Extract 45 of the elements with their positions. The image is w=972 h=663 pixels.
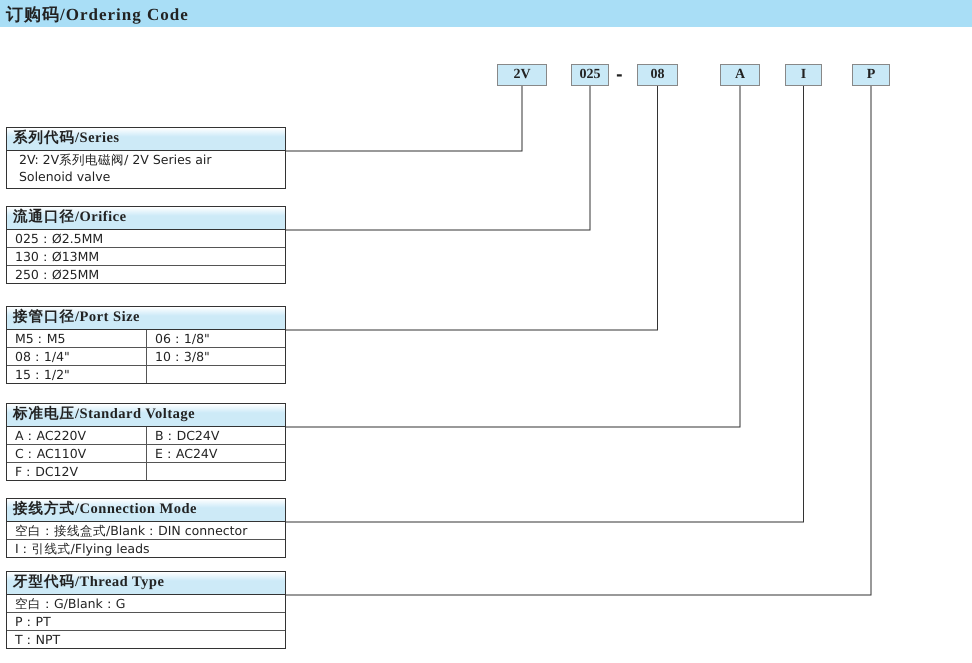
table-cell: 空白：G/Blank：G	[7, 595, 285, 613]
table-cell: E：AC24V	[146, 445, 285, 463]
table-cell-text: I：引线式/Flying leads	[14, 540, 151, 557]
table-header: 牙型代码/Thread Type	[7, 572, 285, 595]
leader-line	[286, 86, 522, 152]
option-table	[6, 206, 286, 284]
table-cell-text: F：DC12V	[14, 463, 79, 480]
table-cell: 10：3/8"	[146, 348, 285, 366]
table-cell-text: 2V: 2V系列电磁阀/ 2V Series air Solenoid valve	[18, 151, 213, 186]
option-table	[6, 403, 286, 481]
table-cell: 025：Ø2.5MM	[7, 230, 285, 248]
table-cell: B：DC24V	[146, 427, 285, 445]
table-header: 接管口径/Port Size	[7, 307, 285, 330]
table-cell: C：AC110V	[7, 445, 146, 463]
table-cell-text: 15：1/2"	[14, 366, 71, 383]
table-cell: M5：M5	[7, 330, 146, 348]
table-cell: 06：1/8"	[146, 330, 285, 348]
table-cell-text: T：NPT	[14, 631, 62, 648]
table-cell: 130：Ø13MM	[7, 248, 285, 266]
table-header: 标准电压/Standard Voltage	[7, 404, 285, 427]
table-cell: P：PT	[7, 613, 285, 631]
table-header: 系列代码/Series	[7, 128, 285, 151]
table-cell-text: 250：Ø25MM	[14, 266, 100, 283]
leader-line	[286, 86, 804, 522]
leader-line	[286, 86, 872, 596]
separator-dash: -	[616, 64, 623, 86]
code-box: A	[720, 64, 760, 86]
table-cell: 空白：接线盒式/Blank：DIN connector	[7, 522, 285, 540]
leader-line	[286, 86, 590, 230]
code-box: 08	[637, 64, 678, 86]
table-header: 流通口径/Orifice	[7, 207, 285, 230]
title: 订购码/Ordering Code	[6, 4, 189, 26]
option-table	[6, 498, 286, 558]
option-table	[6, 571, 286, 649]
leader-line	[286, 86, 740, 428]
table-cell: A：AC220V	[7, 427, 146, 445]
code-box: 025	[571, 64, 609, 86]
leader-line	[286, 86, 658, 330]
code-box: I	[785, 64, 822, 86]
code-box: 2V	[497, 64, 547, 86]
option-table	[6, 127, 286, 189]
table-cell: 08：1/4"	[7, 348, 146, 366]
code-box: P	[852, 64, 890, 86]
option-table	[6, 306, 286, 384]
table-header: 接线方式/Connection Mode	[7, 499, 285, 522]
